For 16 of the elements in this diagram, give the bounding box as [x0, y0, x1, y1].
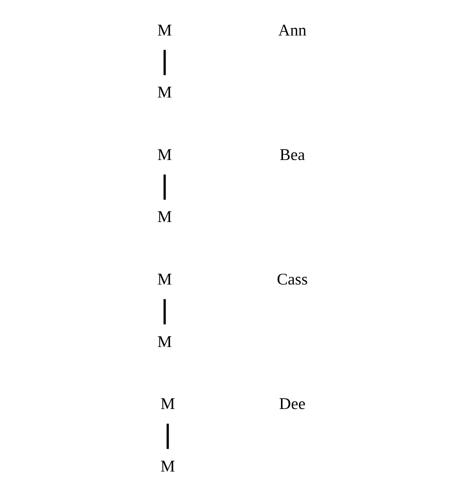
node-text: M — [156, 270, 172, 289]
connector — [163, 50, 166, 76]
node-text: M — [156, 20, 172, 40]
node-text: M — [156, 82, 172, 102]
node-text: M — [156, 144, 172, 164]
connector — [163, 174, 166, 200]
node-text: M — [160, 456, 174, 476]
label: Ann — [278, 20, 306, 40]
connector — [163, 299, 166, 324]
node-text: M — [156, 332, 172, 351]
connector — [166, 424, 168, 449]
node-text: M — [160, 394, 174, 414]
label: Dee — [278, 394, 305, 414]
node-text: M — [156, 207, 172, 226]
label: Bea — [279, 144, 305, 164]
label: Cass — [276, 270, 308, 289]
